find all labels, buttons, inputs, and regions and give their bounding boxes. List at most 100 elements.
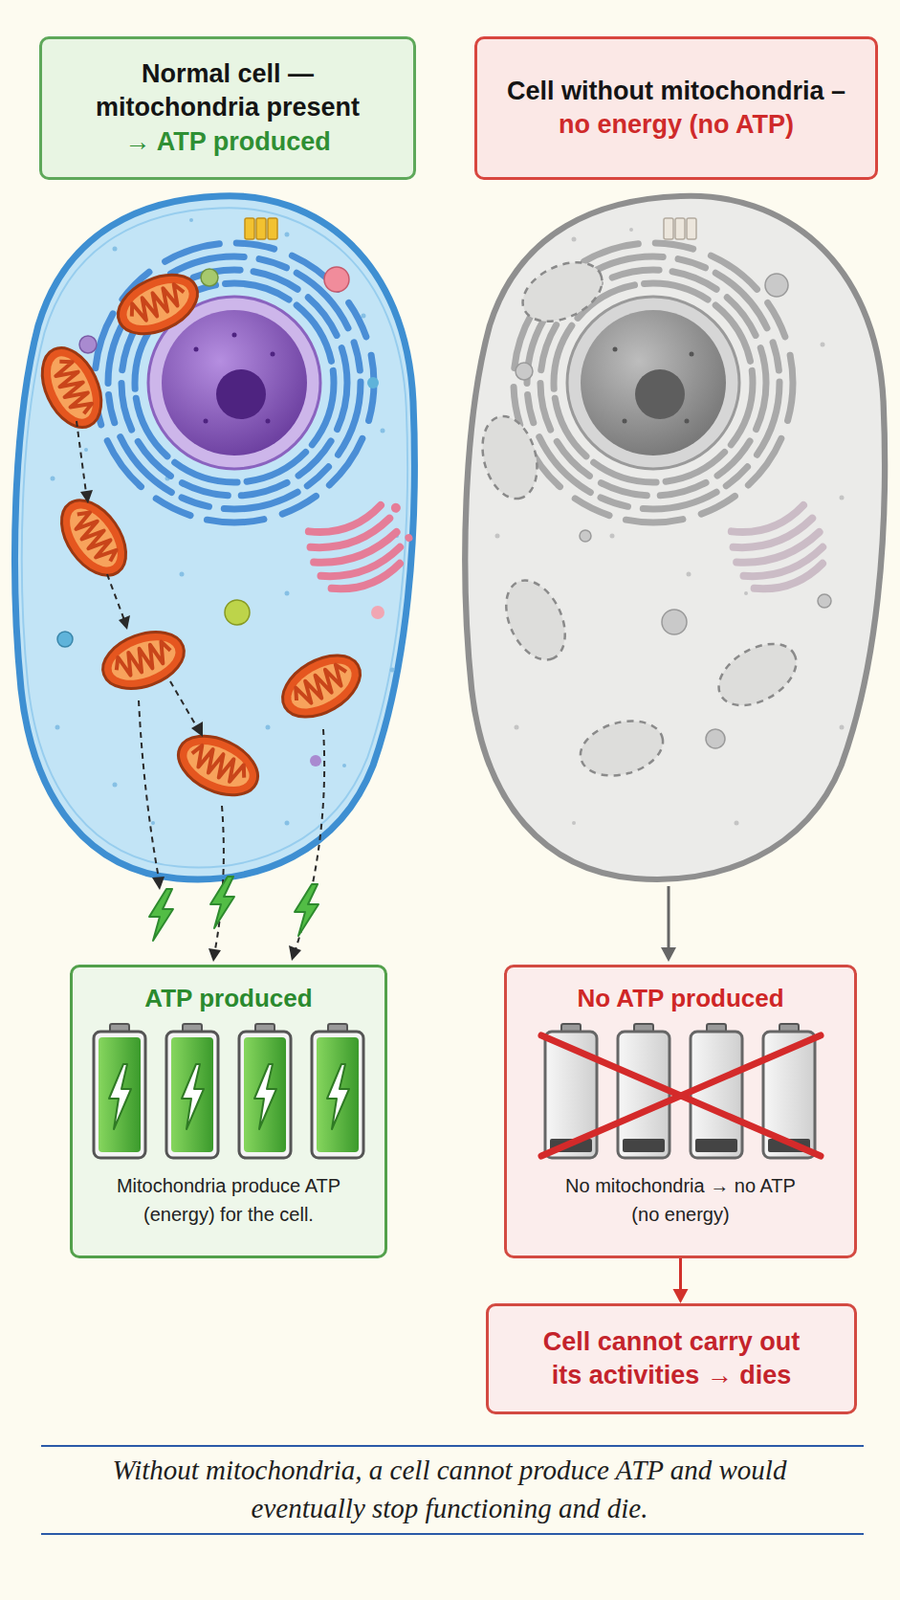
vesicles [661, 609, 687, 635]
cytoplasm-speckles [50, 476, 56, 482]
golgi-apparatus [313, 531, 400, 571]
vesicles [371, 605, 385, 619]
nucleus [265, 418, 271, 424]
cytoplasm-speckles [361, 313, 367, 319]
nucleus [635, 369, 685, 419]
endoplasmic-reticulum [553, 283, 753, 483]
cytoplasm-speckles [495, 227, 845, 826]
cytoplasm-speckles [342, 763, 347, 768]
nucleus [161, 309, 308, 456]
nucleus [203, 418, 209, 424]
pointer-arrow [660, 885, 677, 962]
caption-rule [41, 1532, 864, 1535]
empty-battery-icons [537, 1021, 825, 1165]
centriole [663, 218, 697, 240]
vesicles [224, 599, 250, 625]
cytoplasm-speckles [839, 724, 845, 730]
flow-arrow [673, 1257, 689, 1303]
nucleus [613, 347, 618, 352]
cytoplasm-speckles [610, 533, 615, 539]
energy-flow-heads [118, 614, 131, 630]
endoplasmic-reticulum [513, 242, 793, 523]
caption-rule [41, 1445, 864, 1534]
result-box: No ATP produced No mitochondria → no ATP… [504, 964, 857, 1258]
caption-rule [41, 1444, 864, 1447]
cell-without-mitochondria [574, 712, 670, 785]
golgi-apparatus [320, 547, 403, 585]
cytoplasm-speckles [686, 571, 692, 577]
normal-cell [15, 196, 416, 879]
arrow-head [673, 1288, 689, 1303]
cytoplasm-speckles [820, 342, 826, 348]
normal-cell [21, 207, 408, 867]
nucleus [580, 309, 726, 456]
vesicles [79, 335, 97, 353]
box-body: Mitochondria produce ATP (energy) for th… [99, 1170, 358, 1229]
cytoplasm-speckles [629, 227, 634, 232]
endoplasmic-reticulum [94, 242, 374, 523]
nucleus [216, 369, 266, 419]
vesicles [579, 529, 592, 542]
golgi-apparatus [331, 563, 403, 596]
vesicles [515, 273, 832, 748]
energy-flow-heads [288, 944, 302, 961]
cytoplasm-speckles [179, 571, 185, 577]
cytoplasm-speckles [380, 428, 386, 434]
status-header: Normal cell — mitochondria present→ ATP … [39, 36, 417, 180]
battery-icons [239, 1023, 291, 1158]
energy-flow-heads [80, 489, 302, 962]
normal-cell [109, 263, 208, 346]
energy-flow-heads [191, 721, 203, 737]
nucleus [567, 296, 740, 469]
energy-flow-lines [138, 700, 159, 879]
energy-flow-lines [107, 573, 125, 620]
cytoplasm-speckles [285, 232, 290, 238]
vesicles [57, 631, 73, 647]
vesicles [324, 266, 350, 292]
battery-icons [166, 1023, 219, 1158]
cross-out [541, 1034, 821, 1156]
normal-cell [15, 196, 423, 962]
endoplasmic-reticulum [108, 256, 361, 509]
vesicles [817, 593, 832, 608]
golgi-apparatus [733, 518, 816, 556]
cytoplasm-speckles [265, 724, 271, 730]
endoplasmic-reticulum [94, 242, 374, 523]
box-heading: ATP produced [144, 982, 312, 1014]
outcome-box: Cell cannot carry out its activities → d… [485, 1302, 857, 1414]
cell-without-mitochondria [464, 196, 885, 879]
caption: Without mitochondria, a cell cannot prod… [90, 1449, 809, 1527]
normal-cell [271, 642, 371, 730]
cytoplasm-speckles [112, 782, 118, 788]
header-status: no energy (no ATP) [558, 108, 794, 142]
golgi-apparatus [303, 498, 423, 599]
golgi-apparatus [389, 501, 402, 514]
vesicles [309, 754, 322, 767]
header-title: Normal cell — mitochondria present [69, 57, 386, 125]
cross-out [541, 1034, 821, 1156]
arrow-line [679, 1257, 682, 1291]
cell-without-mitochondria [513, 250, 613, 333]
normal-cell [94, 621, 192, 700]
pointer-arrow [660, 946, 677, 962]
cytoplasm-speckles [285, 591, 290, 596]
nucleus [622, 418, 628, 424]
cytoplasm-speckles [495, 533, 501, 539]
centriole [244, 218, 278, 240]
result-box: ATP produced Mitochondria produce ATP (e… [69, 964, 388, 1258]
normal-cell [149, 888, 174, 941]
cytoplasm-speckles [84, 447, 88, 452]
status-header: Cell without mitochondria –no energy (no… [474, 36, 879, 180]
cell-without-mitochondria [474, 410, 547, 505]
vesicles [515, 362, 533, 380]
vesicles [367, 376, 379, 389]
cross-out [541, 1034, 821, 1156]
cell-without-mitochondria [494, 570, 577, 670]
cytoplasm-speckles [744, 591, 748, 595]
nucleus [270, 351, 276, 357]
normal-cell [210, 876, 235, 928]
centriole [244, 218, 255, 240]
cytoplasm-speckles [839, 495, 845, 501]
golgi-apparatus [754, 563, 826, 596]
centriole [686, 218, 697, 240]
